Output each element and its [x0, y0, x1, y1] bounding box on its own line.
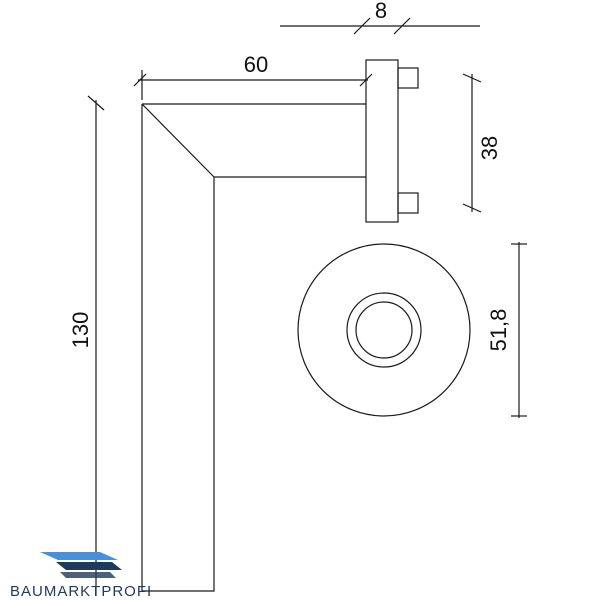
dimension-thickness: 8 [280, 0, 480, 35]
dimension-rosette-diameter: 51,8 [486, 242, 527, 418]
brand-logo: BAUMARKTPROFI [10, 552, 152, 600]
lever-outline [141, 103, 366, 592]
dimension-rose-spacing: 38 [462, 73, 502, 213]
rosette-outer [297, 243, 471, 417]
rosette-inner-ring [355, 301, 413, 359]
lever-handle [141, 103, 366, 592]
rosette-inner-outer-ring [346, 292, 422, 368]
rose-plate-body [365, 59, 399, 223]
dimension-rosette-diameter-label: 51,8 [486, 309, 511, 352]
screw-pin-bottom [397, 192, 419, 214]
dimension-rose-spacing-label: 38 [477, 136, 502, 160]
dimension-width-label: 60 [244, 52, 268, 77]
rose-plate [365, 59, 419, 223]
dimension-height-label: 130 [68, 312, 93, 349]
screw-pin-top [397, 67, 419, 89]
brand-logo-mark [40, 552, 118, 560]
dimension-thickness-label: 8 [375, 0, 387, 23]
dimension-height: 130 [68, 95, 105, 596]
dimension-width: 60 [133, 52, 373, 100]
rosette [297, 243, 471, 417]
brand-logo-text: BAUMARKTPROFI [10, 583, 152, 600]
